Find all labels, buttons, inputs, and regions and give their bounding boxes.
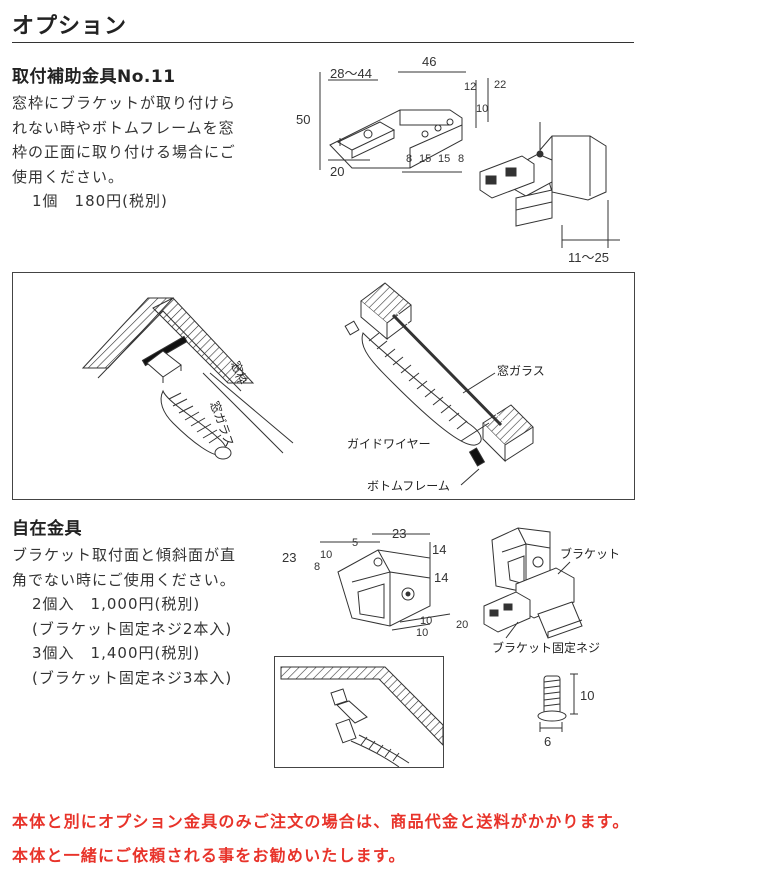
label-glass: 窓ガラス (497, 363, 545, 378)
dim-8a: 8 (406, 153, 412, 165)
screw-drawing: 10 6 (537, 673, 594, 749)
section-title-mounting-aid: 取付補助金具No.11 (12, 67, 176, 87)
mounting-aid-dimension-drawing: 28〜44 46 50 12 22 10 8 15 15 8 20 11〜25 (296, 54, 620, 265)
dim-15a: 15 (419, 153, 431, 165)
label-guide-wire: ガイドワイヤー (347, 437, 431, 451)
description-line: ブラケット取付面と傾斜面が直 (12, 546, 237, 564)
dim-20: 20 (330, 164, 344, 179)
dim-14b: 14 (434, 570, 448, 585)
free-bracket-assembly-illustration: ブラケット ブラケット固定ネジ (483, 527, 620, 655)
free-bracket-description: ブラケット取付面と傾斜面が直 角でない時にご使用ください。 2個入 1,000円… (12, 543, 282, 690)
mounting-aid-description: 窓枠にブラケットが取り付けら れない時やボトムフレームを窓 枠の正面に取り付ける… (12, 91, 282, 214)
dim-8: 8 (314, 561, 320, 573)
label-bottom-frame: ボトムフレーム (367, 479, 450, 493)
dim-15b: 15 (438, 153, 450, 165)
dim-5: 5 (352, 537, 358, 549)
installation-illustration: 窓枠 窓ガラス 窓ガラス ガイドワイヤー ボトムフレーム (81, 282, 545, 493)
dim-14a: 14 (432, 542, 446, 557)
description-line: 枠の正面に取り付ける場合にご (12, 143, 236, 161)
dim-10a: 10 (320, 549, 332, 561)
section-mounting-aid: 取付補助金具No.11 窓枠にブラケットが取り付けら れない時やボトムフレームを… (12, 62, 282, 214)
installation-diagram: 窓枠 窓ガラス 窓ガラス ガイドワイヤー ボトムフレーム (12, 272, 635, 500)
price-line: 2個入 1,000円(税別) (32, 595, 201, 613)
dim-10c: 10 (416, 627, 428, 639)
label-bracket: ブラケット (560, 546, 620, 561)
description-line: れない時やボトムフレームを窓 (12, 118, 235, 137)
section-title-free-bracket: 自在金具 (12, 519, 82, 539)
price-note: (ブラケット固定ネジ3本入) (32, 668, 233, 687)
dim-23-left: 23 (282, 550, 296, 565)
notice-line-2: 本体と一緒にご依頼される事をお勧めいたします。 (12, 846, 406, 865)
section-free-bracket: 自在金具 ブラケット取付面と傾斜面が直 角でない時にご使用ください。 2個入 1… (12, 514, 282, 690)
page-title: オプション (12, 14, 128, 39)
dim-23-top: 23 (392, 526, 406, 541)
dim-11-25: 11〜25 (568, 250, 609, 265)
title-divider (12, 42, 634, 43)
description-line: 窓枠にブラケットが取り付けら (12, 94, 237, 112)
dim-screw-height: 10 (580, 688, 594, 703)
label-bracket-screw: ブラケット固定ネジ (492, 640, 600, 655)
dim-46: 46 (422, 54, 436, 69)
dim-10b: 10 (420, 615, 432, 627)
free-bracket-dimension-drawing: 5 23 23 10 8 14 14 10 20 10 (282, 526, 468, 639)
price-line: 3個入 1,400円(税別) (32, 644, 201, 662)
dim-12: 12 (464, 81, 476, 93)
dim-screw-width: 6 (544, 734, 551, 749)
description-line: 使用ください。 (12, 167, 125, 186)
description-line: 角でない時にご使用ください。 (12, 570, 236, 589)
dim-10: 10 (476, 103, 488, 115)
free-bracket-installation-illustration (280, 666, 444, 768)
price-note: (ブラケット固定ネジ2本入) (32, 619, 233, 638)
dim-8b: 8 (458, 153, 464, 165)
dim-20: 20 (456, 619, 468, 631)
dim-22: 22 (494, 79, 506, 91)
dim-range: 28〜44 (330, 66, 372, 81)
notice-line-1: 本体と別にオプション金具のみご注文の場合は、商品代金と送料がかかります。 (12, 812, 630, 831)
dim-50: 50 (296, 112, 310, 127)
free-bracket-installation-diagram (274, 656, 444, 768)
price-line: 1個 180円(税別) (32, 192, 168, 210)
